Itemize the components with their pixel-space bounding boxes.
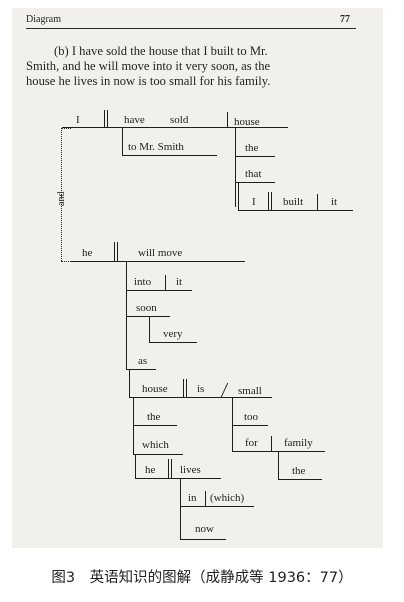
word-soon: soon: [136, 302, 157, 314]
modifier-line-too: [232, 425, 268, 427]
subject-verb-divider-2b: [116, 242, 118, 261]
word-is: is: [197, 383, 205, 395]
word-to-mr-smith: to Mr. Smith: [128, 141, 184, 153]
word-and: and: [56, 191, 67, 206]
word-small: small: [238, 385, 262, 397]
word-sold: sold: [170, 114, 189, 126]
modifier-stem-house: [235, 127, 237, 207]
word-will-move: will move: [138, 247, 183, 259]
modifier-line-to: [122, 155, 217, 157]
modifier-line-soon: [126, 316, 170, 318]
baseline-clause-4: [135, 478, 221, 480]
modifier-line-that: [235, 182, 275, 184]
prep-object-divider-into: [165, 275, 167, 290]
subject-verb-divider-3: [183, 379, 185, 397]
word-family: family: [284, 437, 313, 449]
subject-verb-divider-3b: [185, 379, 187, 397]
word-very: very: [163, 328, 183, 340]
modifier-line-which: [133, 454, 183, 456]
page-number: 77: [340, 14, 350, 25]
example-sentence: (b) I have sold the house that I built t…: [26, 44, 371, 89]
header-rule: [26, 28, 356, 29]
word-lives: lives: [180, 464, 201, 476]
modifier-line-into: [126, 290, 192, 292]
word-which-paren: (which): [210, 492, 245, 504]
modifier-line-the2: [133, 425, 177, 427]
word-it-2: it: [176, 276, 183, 288]
word-i: I: [76, 114, 80, 126]
word-too: too: [244, 411, 259, 423]
word-have: have: [124, 114, 145, 126]
clause-stem-built: [238, 182, 240, 210]
baseline-clause-3: [129, 397, 272, 399]
subject-verb-divider-1: [104, 110, 106, 128]
word-the-3: the: [292, 465, 306, 477]
modifier-line-very: [149, 342, 197, 344]
subject-verb-divider-4b: [170, 459, 172, 478]
word-which: which: [142, 439, 169, 451]
and-connector-top: [61, 128, 71, 129]
subject-verb-divider-1b: [106, 110, 108, 128]
modifier-line-the1: [235, 156, 275, 158]
word-house: house: [234, 116, 260, 128]
and-connector-vertical: [61, 128, 62, 261]
sentence-line-2: Smith, and he will move into it very soo…: [26, 59, 271, 73]
word-as: as: [138, 355, 148, 367]
word-now: now: [195, 523, 214, 535]
modifier-stem-verb-2: [126, 261, 128, 369]
subject-verb-divider-2: [114, 242, 116, 261]
running-header: Diagram: [26, 14, 61, 25]
clause-stem-lives: [135, 454, 137, 478]
word-it-1: it: [331, 196, 338, 208]
word-house-2: house: [142, 383, 168, 395]
subject-verb-divider-4: [168, 459, 170, 478]
subject-verb-divider-built: [268, 192, 270, 210]
verb-object-divider-1: [227, 112, 229, 127]
word-built: built: [283, 196, 304, 208]
modifier-line-in: [180, 506, 254, 508]
and-connector-bottom: [61, 261, 71, 262]
modifier-stem-very: [149, 316, 151, 342]
prep-object-divider-in: [205, 491, 207, 506]
modifier-stem-lives: [180, 478, 182, 539]
modifier-stem-family: [278, 451, 280, 479]
prep-object-divider-for: [271, 436, 273, 451]
word-the-2: the: [147, 411, 161, 423]
modifier-stem-to: [122, 127, 124, 155]
modifier-line-as: [126, 369, 156, 371]
sentence-line-3: house he lives in now is too small for h…: [26, 74, 271, 88]
verb-object-divider-built: [317, 194, 319, 210]
word-he-1: he: [82, 247, 93, 259]
word-in: in: [188, 492, 197, 504]
word-that: that: [245, 168, 262, 180]
subject-verb-divider-built-b: [270, 192, 272, 210]
word-he-2: he: [145, 464, 156, 476]
figure-caption: 图3 英语知识的图解（成静成等 1936：77）: [51, 570, 353, 586]
book-page-scan: [12, 8, 383, 548]
modifier-stem-small: [232, 397, 234, 451]
clause-stem-as: [129, 369, 131, 397]
word-for: for: [245, 437, 258, 449]
word-i-2: I: [252, 196, 256, 208]
baseline-built: [238, 210, 353, 212]
modifier-line-the3: [278, 479, 322, 481]
sentence-line-1: (b) I have sold the house that I built t…: [54, 44, 268, 58]
modifier-line-now: [180, 539, 226, 541]
baseline-clause-2: [71, 261, 245, 263]
word-into: into: [134, 276, 152, 288]
baseline-clause-1: [62, 127, 288, 129]
word-the-1: the: [245, 142, 259, 154]
